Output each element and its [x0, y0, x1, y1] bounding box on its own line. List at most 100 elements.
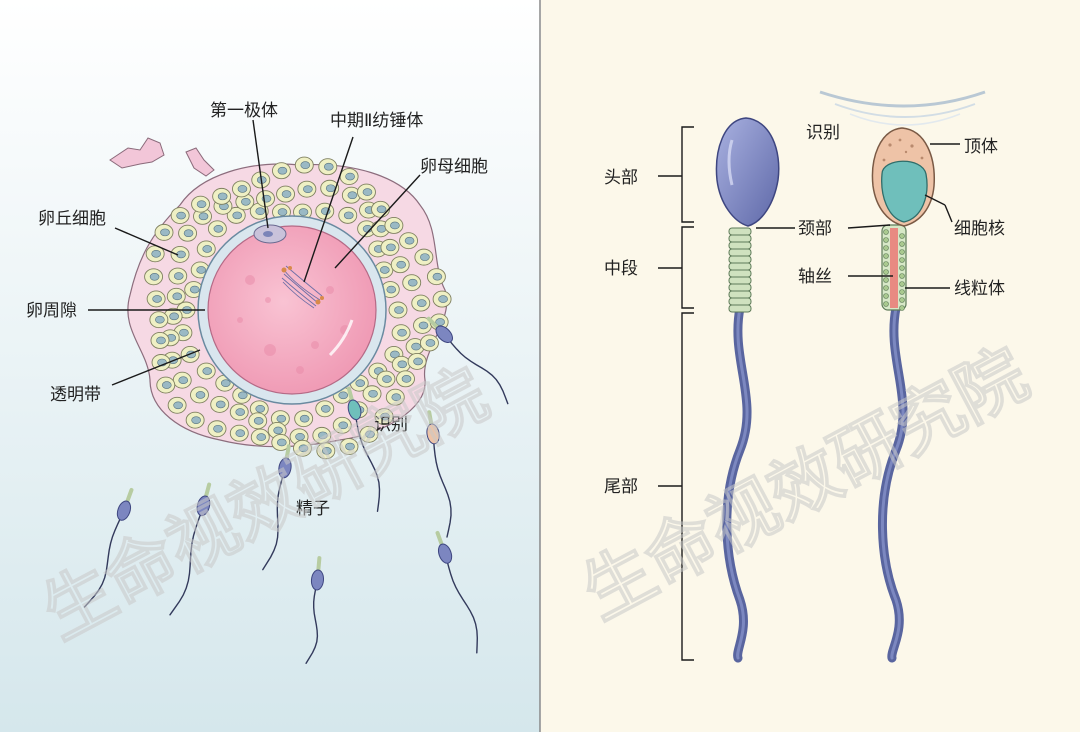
midpiece-segment [728, 227, 752, 236]
mitochondria-dots [883, 229, 905, 311]
cumulus-cell [168, 267, 188, 285]
cumulus-cell [380, 238, 400, 256]
cumulus-cell [210, 395, 230, 413]
cumulus-cell [229, 424, 249, 442]
cumulus-cell [359, 425, 379, 443]
sperm-head [426, 423, 440, 445]
cumulus-cell [384, 217, 404, 234]
sperm-head [347, 399, 362, 421]
midpiece-segment [728, 297, 752, 306]
sperm-cell [305, 556, 325, 664]
cumulus-cell [338, 206, 358, 224]
sperm-section-view [871, 127, 935, 663]
label-oocyte: 卵母细胞 [420, 157, 488, 177]
mitochondrion [883, 253, 889, 259]
midpiece-external [728, 227, 752, 313]
sperm-cell [83, 487, 134, 608]
mitochondrion [883, 301, 889, 307]
cumulus-cell [276, 185, 295, 203]
sperm-tail [83, 504, 127, 608]
egg-surface-arcs [819, 90, 986, 126]
right-panel-background [541, 0, 1080, 732]
cumulus-cell [318, 158, 338, 176]
sperm-tail [352, 403, 381, 512]
midpiece-segment [728, 276, 752, 285]
cumulus-cell [312, 426, 332, 444]
cumulus-cell [256, 190, 275, 208]
cumulus-cell [145, 245, 165, 263]
mitochondrion [883, 261, 889, 267]
cumulus-cell [163, 307, 183, 325]
cumulus-cell [156, 376, 176, 394]
midpiece-segment [728, 241, 752, 250]
cumulus-cell [315, 202, 335, 220]
midpiece-segment [728, 234, 752, 243]
cumulus-cell [402, 274, 422, 292]
label-left-recognition: 识别 [374, 415, 408, 435]
midpiece-segment [728, 269, 752, 278]
cumulus-cell [193, 207, 212, 225]
cumulus-cell [232, 180, 251, 198]
cumulus-cell [235, 193, 255, 211]
label-first-polar-body: 第一极体 [210, 101, 278, 121]
cumulus-cell [411, 294, 431, 312]
label-axoneme: 轴丝 [798, 267, 832, 287]
cumulus-cell [419, 334, 439, 352]
cumulus-cell [149, 311, 169, 329]
midpiece-segment [728, 248, 752, 257]
cumulus-cell [190, 386, 209, 404]
cumulus-cell [226, 206, 246, 224]
label-tail: 尾部 [604, 477, 638, 497]
cumulus-cell [362, 385, 382, 403]
cumulus-cell [172, 371, 192, 389]
cumulus-cell [170, 245, 190, 263]
cumulus-cell [407, 352, 427, 370]
cumulus-cell [357, 183, 376, 201]
cumulus-cell [271, 434, 291, 451]
sperm-cell [346, 386, 381, 512]
midpiece-segment [728, 290, 752, 299]
label-right-recognition: 识别 [806, 123, 840, 143]
sperm-head [196, 495, 211, 517]
cumulus-cell [166, 287, 186, 305]
cumulus-fragment [185, 147, 215, 177]
cumulus-cell [414, 248, 434, 266]
cumulus-cell [229, 403, 249, 421]
label-neck: 颈部 [798, 219, 832, 239]
sperm-external-view [715, 117, 780, 663]
mitochondrion [899, 305, 905, 311]
nucleus [881, 160, 928, 223]
label-zona-pellucida: 透明带 [50, 385, 101, 405]
sperm-head [435, 325, 453, 343]
metaphase-spindle [281, 265, 323, 309]
cumulus-cell [191, 195, 211, 213]
sperm-head [116, 500, 132, 521]
cumulus-cell [432, 290, 452, 308]
cumulus-cell [146, 290, 166, 308]
cumulus-cell [178, 224, 198, 242]
cumulus-cell [167, 396, 187, 414]
label-cumulus-cells: 卵丘细胞 [38, 209, 106, 229]
cumulus-cell [426, 268, 446, 286]
sperm-cell [426, 410, 452, 538]
cumulus-cell [144, 268, 164, 286]
label-metaphase-spindle: 中期Ⅱ纺锤体 [330, 111, 423, 131]
cumulus-cell [248, 412, 268, 430]
sperm-tail [439, 329, 509, 405]
left-leader-lines [88, 119, 421, 386]
sperm-head [278, 457, 292, 479]
midpiece-segment [728, 262, 752, 271]
midpiece-segment [728, 255, 752, 264]
midpiece-segment [728, 283, 752, 292]
mitochondrion [899, 281, 905, 287]
mitochondrion [883, 277, 889, 283]
cumulus-cell [399, 232, 419, 250]
cumulus-cell [376, 370, 396, 388]
right-leader-lines [756, 143, 960, 289]
mitochondrion [899, 289, 905, 295]
label-midpiece: 中段 [604, 259, 638, 279]
cumulus-cell [151, 354, 171, 371]
left-panel: 第一极体 中期Ⅱ纺锤体 卵母细胞 卵丘细胞 卵周隙 透明带 识别 精子 生命视效… [0, 0, 540, 732]
mitochondrion [899, 241, 905, 247]
